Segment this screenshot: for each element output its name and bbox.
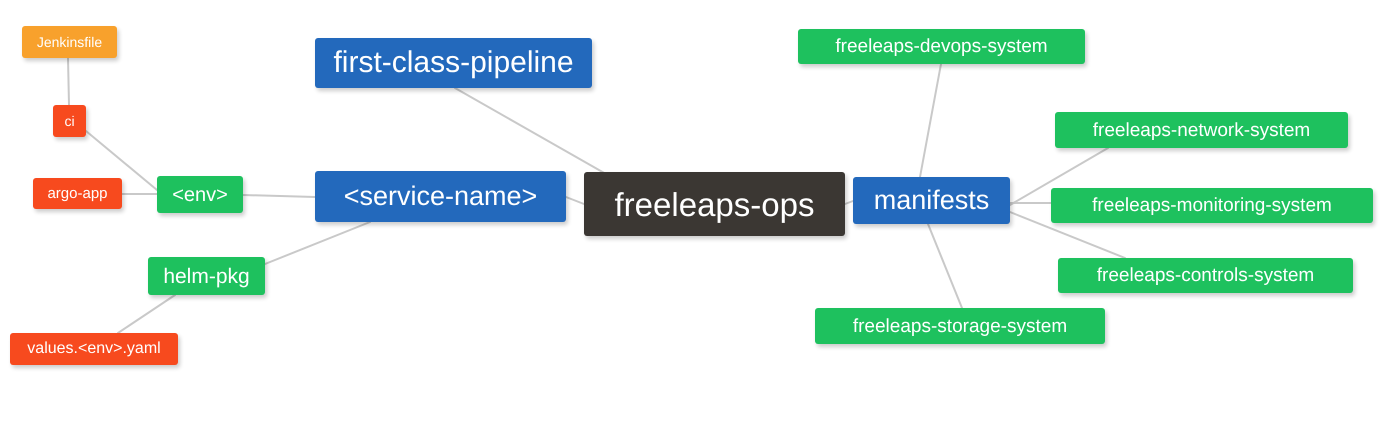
- node-label-argo-app: argo-app: [47, 185, 108, 202]
- node-label-helm-pkg: helm-pkg: [163, 264, 250, 288]
- node-freeleaps-monitoring-system[interactable]: freeleaps-monitoring-system: [1051, 188, 1373, 223]
- edge-freeleaps-ops-to-first-class-pipeline: [454, 87, 607, 175]
- node-label-freeleaps-storage-system: freeleaps-storage-system: [852, 315, 1068, 337]
- node-label-freeleaps-devops-system: freeleaps-devops-system: [835, 36, 1048, 57]
- edge-manifests-to-freeleaps-storage-system: [927, 223, 963, 309]
- node-first-class-pipeline[interactable]: first-class-pipeline: [315, 38, 592, 88]
- node-ci[interactable]: ci: [53, 105, 86, 137]
- node-label-freeleaps-network-system: freeleaps-network-system: [1092, 119, 1311, 141]
- node-helm-pkg[interactable]: helm-pkg: [148, 257, 265, 295]
- node-label-first-class-pipeline: first-class-pipeline: [333, 46, 574, 79]
- node-jenkinsfile[interactable]: Jenkinsfile: [22, 26, 117, 58]
- node-freeleaps-storage-system[interactable]: freeleaps-storage-system: [815, 308, 1105, 344]
- node-label-values-yaml: values.<env>.yaml: [27, 340, 161, 357]
- edge-freeleaps-ops-to-service-name: [565, 196, 585, 205]
- edge-ci-to-jenkinsfile: [67, 57, 70, 106]
- node-service-name[interactable]: <service-name>: [315, 171, 566, 222]
- node-label-freeleaps-ops: freeleaps-ops: [614, 185, 815, 223]
- node-argo-app[interactable]: argo-app: [33, 178, 122, 209]
- edge-helm-pkg-to-values-yaml: [117, 294, 176, 334]
- node-freeleaps-controls-system[interactable]: freeleaps-controls-system: [1058, 258, 1353, 293]
- node-freeleaps-ops[interactable]: freeleaps-ops: [584, 172, 845, 236]
- edge-freeleaps-ops-to-manifests: [844, 200, 854, 205]
- node-manifests[interactable]: manifests: [853, 177, 1010, 224]
- node-label-freeleaps-monitoring-system: freeleaps-monitoring-system: [1092, 195, 1332, 216]
- node-label-env: <env>: [172, 183, 228, 206]
- edge-service-name-to-env: [242, 194, 316, 198]
- edge-service-name-to-helm-pkg: [264, 221, 371, 265]
- node-label-jenkinsfile: Jenkinsfile: [36, 34, 103, 50]
- node-env[interactable]: <env>: [157, 176, 243, 213]
- node-label-service-name: <service-name>: [343, 181, 538, 211]
- node-freeleaps-network-system[interactable]: freeleaps-network-system: [1055, 112, 1348, 148]
- node-values-yaml[interactable]: values.<env>.yaml: [10, 333, 178, 365]
- node-label-freeleaps-controls-system: freeleaps-controls-system: [1096, 265, 1315, 286]
- node-freeleaps-devops-system[interactable]: freeleaps-devops-system: [798, 29, 1085, 64]
- node-label-ci: ci: [64, 113, 75, 129]
- edge-manifests-to-freeleaps-devops-system: [919, 63, 942, 178]
- node-label-manifests: manifests: [873, 185, 990, 215]
